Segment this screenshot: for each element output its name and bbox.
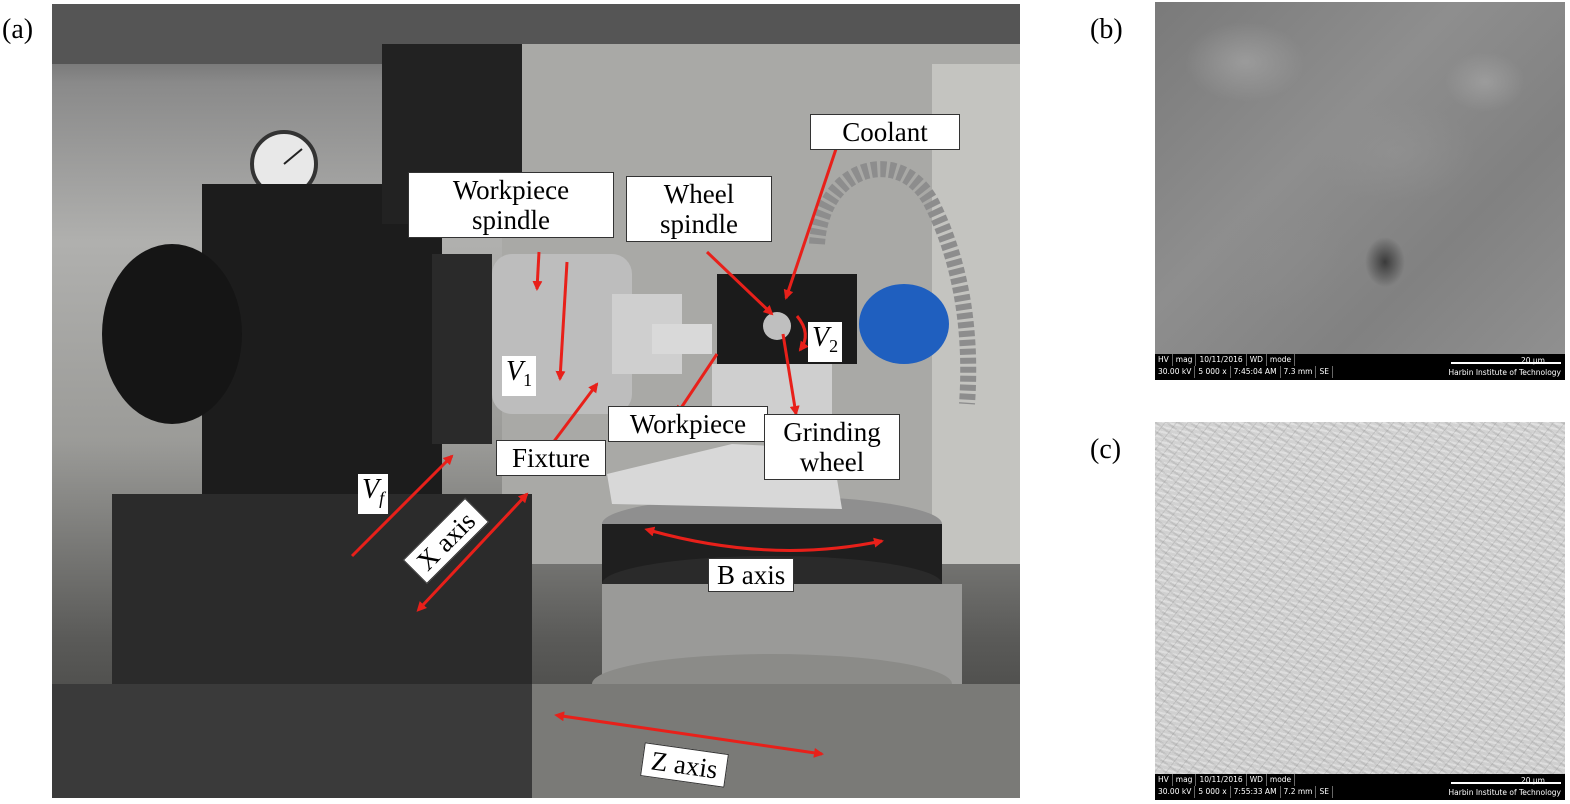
label-wheel-spindle: Wheel spindle	[626, 176, 772, 242]
sem-scale-label: 20 µm	[1520, 776, 1545, 785]
panel-label-c: (c)	[1090, 434, 1122, 465]
sem-scale-bar	[1451, 782, 1561, 784]
sem-value-row: 30.00 kV 5 000 x 7:55:33 AM 7.2 mm SE	[1155, 786, 1565, 798]
sem-info-bar-c: HV mag 10/11/2016 WD mode 30.00 kV 5 000…	[1155, 774, 1565, 800]
variable-v1: V1	[502, 356, 537, 396]
label-workpiece: Workpiece	[608, 406, 768, 442]
sem-header-row: HV mag 10/11/2016 WD mode	[1155, 774, 1565, 786]
sem-info-bar-b: HV mag 10/11/2016 WD mode 30.00 kV 5 000…	[1155, 354, 1565, 380]
sem-header-row: HV mag 10/11/2016 WD mode	[1155, 354, 1565, 366]
label-coolant: Coolant	[810, 114, 960, 150]
sem-value-row: 30.00 kV 5 000 x 7:45:04 AM 7.3 mm SE	[1155, 366, 1565, 378]
sem-institution: Harbin Institute of Technology	[1448, 788, 1561, 797]
label-fixture: Fixture	[496, 440, 606, 476]
label-b-axis: B axis	[708, 558, 795, 592]
label-workpiece-spindle: Workpiece spindle	[408, 172, 614, 238]
sem-micrograph-c	[1155, 422, 1565, 774]
sem-image-c: HV mag 10/11/2016 WD mode 30.00 kV 5 000…	[1155, 422, 1565, 800]
machine-photo: Workpiece spindle Wheel spindle Coolant …	[52, 4, 1020, 798]
sem-institution: Harbin Institute of Technology	[1448, 368, 1561, 377]
panel-label-b: (b)	[1090, 14, 1123, 45]
sem-scale-label: 20 µm	[1520, 356, 1545, 365]
panel-label-a: (a)	[2, 14, 34, 45]
label-grinding-wheel: Grinding wheel	[764, 414, 900, 480]
variable-v2: V2	[808, 322, 843, 362]
variable-vf: Vf	[358, 474, 389, 514]
sem-scale-bar	[1451, 362, 1561, 364]
sem-image-b: HV mag 10/11/2016 WD mode 30.00 kV 5 000…	[1155, 2, 1565, 380]
sem-micrograph-b	[1155, 2, 1565, 354]
